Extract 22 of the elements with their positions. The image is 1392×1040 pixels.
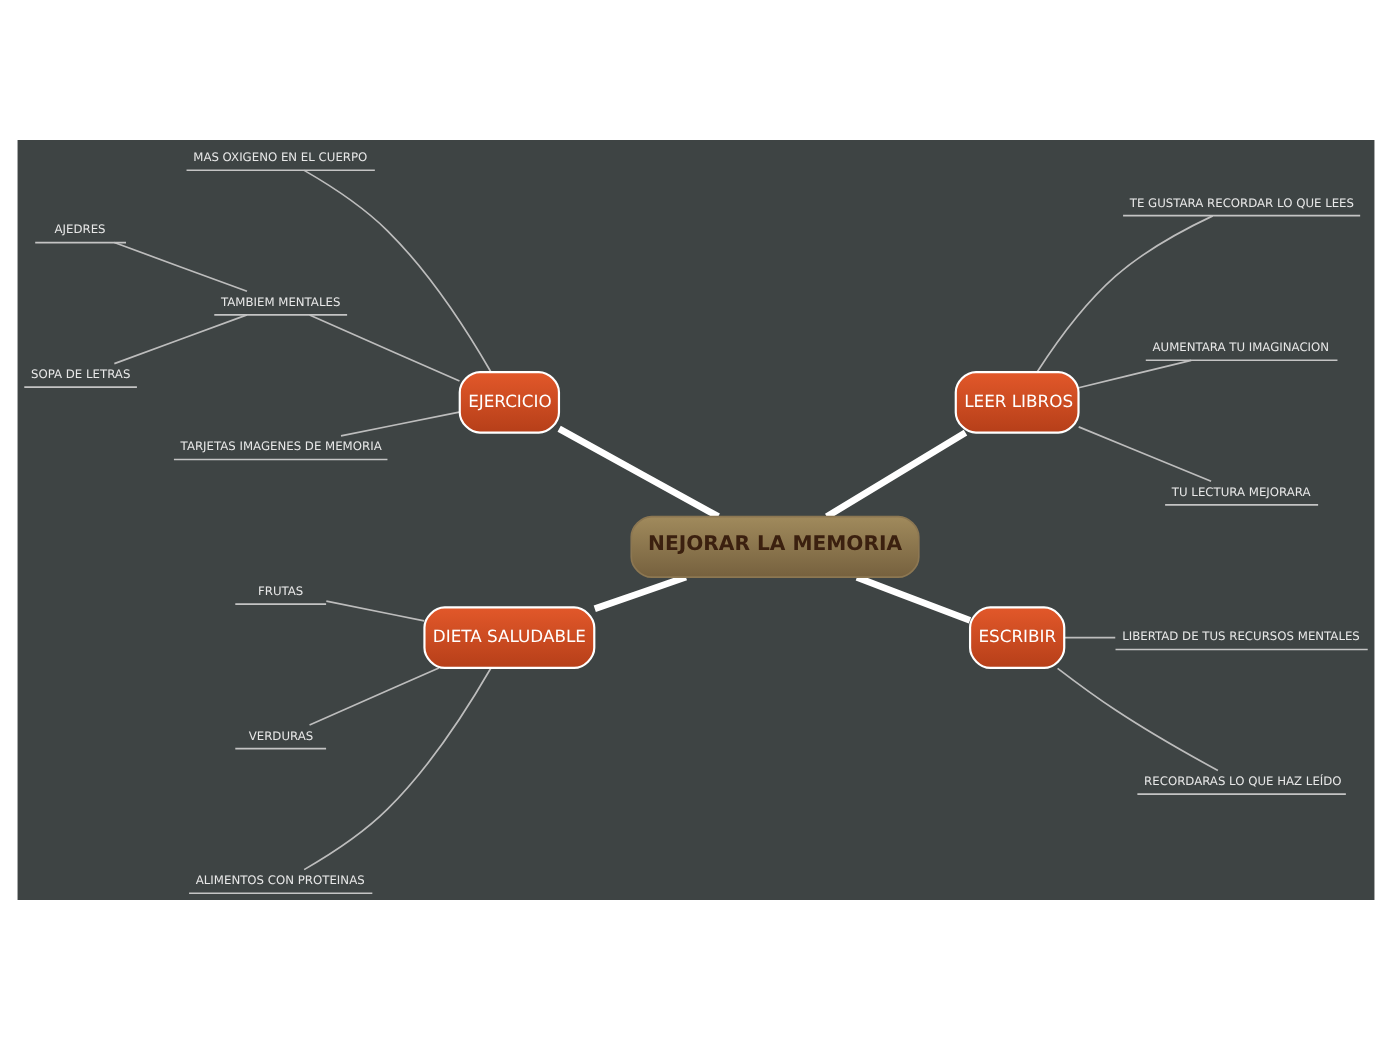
connector: [557, 425, 720, 520]
connector: [825, 429, 968, 520]
connector: [593, 574, 687, 612]
connector: [1063, 636, 1117, 639]
node-box: LEER LIBROS: [954, 370, 1080, 434]
connector: [308, 314, 461, 382]
connector: [340, 411, 461, 437]
connector: [308, 667, 440, 726]
connector: [855, 574, 972, 624]
node-box: NEJORAR LA MEMORIA: [630, 515, 920, 578]
connector: [113, 241, 248, 293]
connector: [1036, 215, 1214, 373]
node-box: ESCRIBIR: [968, 606, 1066, 670]
connector: [325, 600, 425, 622]
node-box: DIETA SALUDABLE: [423, 606, 596, 670]
connector: [1056, 667, 1219, 772]
connector: [1077, 359, 1193, 389]
node-box: EJERCICIO: [458, 370, 561, 434]
connector: [303, 667, 492, 871]
connector: [113, 314, 248, 365]
connector: [1077, 426, 1212, 483]
connector: [303, 169, 492, 373]
